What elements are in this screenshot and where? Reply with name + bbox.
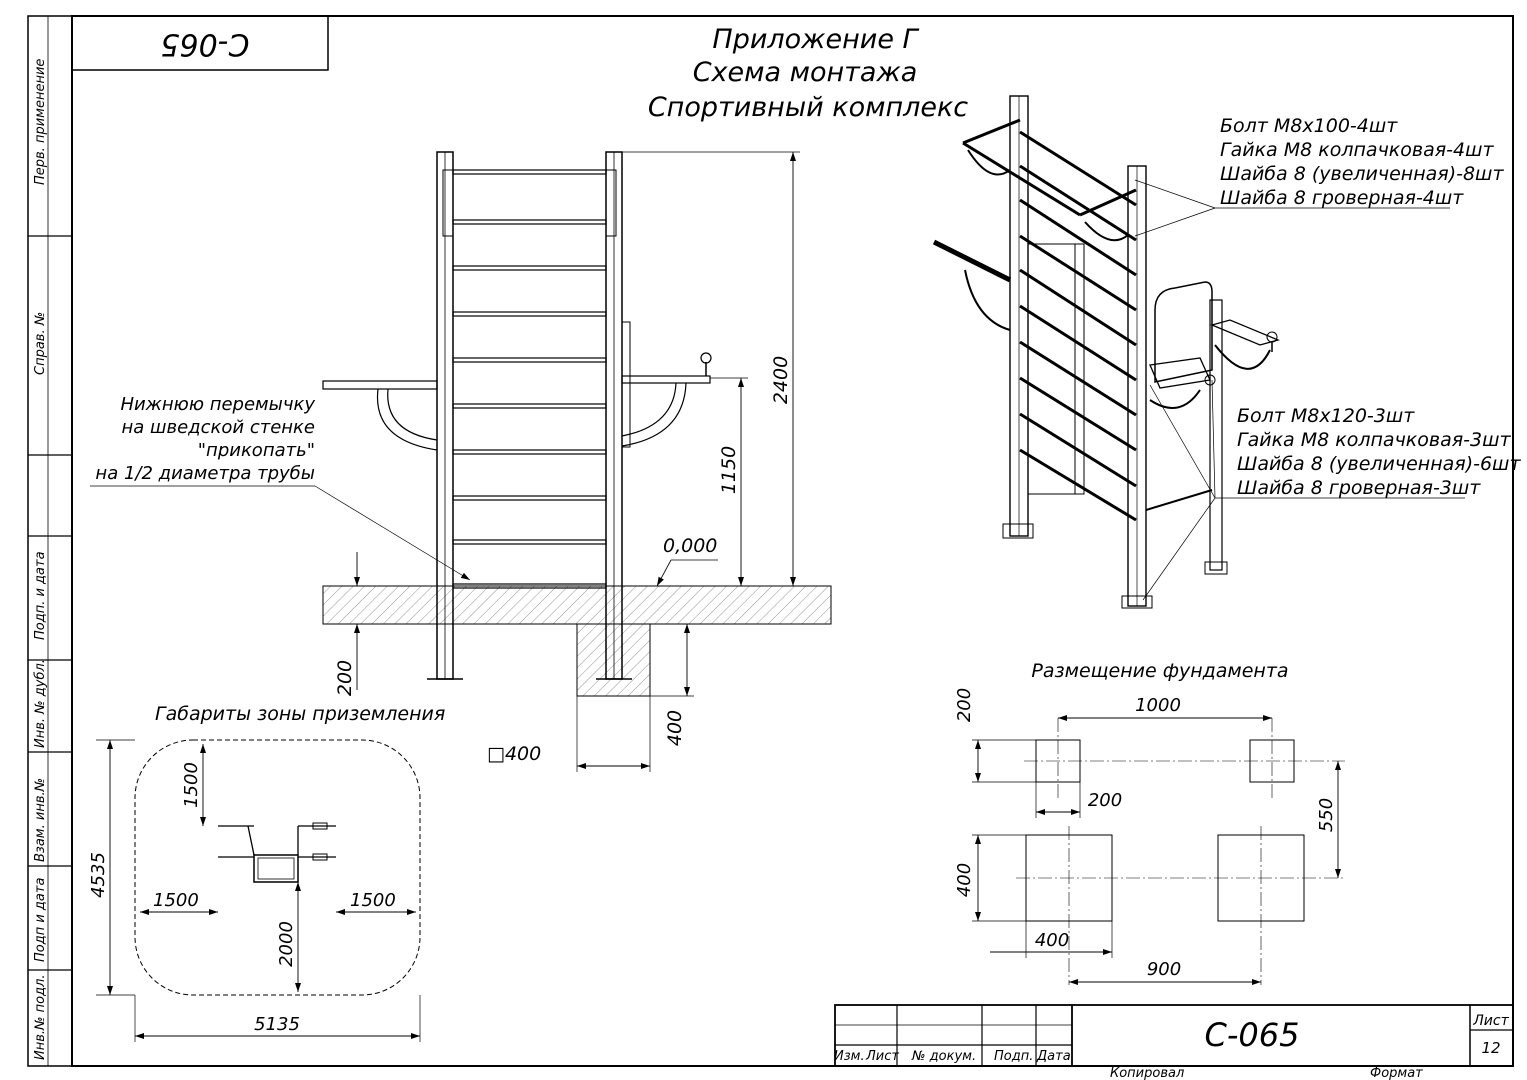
side-label: Инв. № дубл. <box>33 659 48 748</box>
title-line: Спортивный комплекс <box>648 92 968 123</box>
dim-large-w: 400 <box>1035 930 1069 951</box>
dim-inner: 2000 <box>276 921 297 967</box>
note-line: на шведской стенке <box>122 417 316 438</box>
dim-right: 1500 <box>350 890 396 911</box>
format-label: Формат <box>1370 1066 1423 1080</box>
iso-backrest <box>1154 281 1213 383</box>
level-mark: 0,000 <box>663 535 717 557</box>
side-label: Справ. № <box>33 312 48 375</box>
hardware-bottom: Шайба 8 гроверная-3шт <box>1237 477 1481 499</box>
ladder-rungs <box>452 169 607 589</box>
dim-foundation-depth: 400 <box>664 710 686 746</box>
sheet-title: Приложение Г Схема монтажа Спортивный ко… <box>648 24 968 123</box>
sheet-label: Лист <box>1472 1013 1509 1029</box>
note-line: Нижнюю перемычку <box>120 394 315 415</box>
left-platform <box>322 380 438 390</box>
dim-large-h: 400 <box>954 863 975 897</box>
safety-zone: Габариты зоны приземления 1500 1500 1500… <box>88 703 445 1042</box>
front-view: 2400 1150 0,000 200 400 □400 Нижнюю пере… <box>90 151 832 772</box>
iso-view: Болт М8х100-4шт Гайка М8 колпачковая-4шт… <box>932 95 1521 609</box>
dim-width: 5135 <box>254 1014 300 1035</box>
dim-span-bottom: 900 <box>1147 959 1181 980</box>
hardware-bottom: Гайка М8 колпачковая-3шт <box>1237 429 1511 451</box>
sheet-number: 12 <box>1481 1039 1500 1057</box>
hardware-top: Шайба 8 (увеличенная)-8шт <box>1220 163 1504 185</box>
copied-label: Копировал <box>1110 1066 1184 1080</box>
col-sign: Подп. <box>994 1049 1033 1064</box>
dim-small-w: 200 <box>1088 790 1122 811</box>
side-label: Перв. применение <box>33 59 48 185</box>
dim-height: 4535 <box>88 852 109 898</box>
hardware-bottom: Шайба 8 (увеличенная)-6шт <box>1237 453 1521 475</box>
right-platform <box>621 375 711 384</box>
iso-rungs <box>1019 130 1137 522</box>
side-labels: Перв. применение Справ. № Подп. и дата И… <box>33 59 48 1060</box>
code-box-top: С-065 <box>71 15 329 71</box>
title-block: Изм. Лист № докум. Подп. Дата С-065 Лист… <box>834 1004 1514 1080</box>
hardware-top: Болт М8х100-4шт <box>1220 115 1398 137</box>
side-label: Подп и дата <box>33 878 48 962</box>
col-date: Дата <box>1036 1049 1071 1064</box>
note-line: "прикопать" <box>198 440 315 461</box>
sheet-frame <box>27 15 1514 1067</box>
dim-handle-height: 1150 <box>718 446 740 494</box>
code-top: С-065 <box>160 27 249 62</box>
safety-zone-title: Габариты зоны приземления <box>155 703 445 725</box>
col-doc: № докум. <box>911 1049 976 1064</box>
dim-foundation-size: □400 <box>487 743 541 765</box>
side-label: Взам. инв.№ <box>33 778 48 862</box>
ground-layer <box>322 585 832 625</box>
title-line: Приложение Г <box>712 24 919 55</box>
foundation-plan: Размещение фундамента 1000 200 200 55 <box>954 660 1345 985</box>
dim-top: 1500 <box>181 762 202 808</box>
title-block-code: С-065 <box>1205 1016 1300 1054</box>
hardware-top: Гайка М8 колпачковая-4шт <box>1220 139 1494 161</box>
equipment-plan <box>253 854 299 883</box>
dim-span-top: 1000 <box>1135 695 1181 716</box>
col-izm: Изм. <box>834 1049 865 1064</box>
dim-small-h: 200 <box>954 688 975 722</box>
dim-height-total: 2400 <box>770 356 792 404</box>
dim-left: 1500 <box>153 890 199 911</box>
hardware-bottom: Болт М8х120-3шт <box>1237 405 1415 427</box>
dim-ground-depth: 200 <box>334 660 356 696</box>
hardware-top: Шайба 8 гроверная-4шт <box>1220 187 1464 209</box>
side-label: Подп. и дата <box>33 551 48 640</box>
safety-zone-outline <box>134 739 421 996</box>
foundation-title: Размещение фундамента <box>1031 660 1288 682</box>
dim-rows: 550 <box>1316 798 1337 832</box>
note-line: на 1/2 диаметра трубы <box>95 463 315 484</box>
col-list: Лист <box>865 1049 899 1064</box>
foundation-block <box>576 623 651 697</box>
title-line: Схема монтажа <box>693 57 918 88</box>
side-label: Инв.№ подл. <box>33 974 48 1060</box>
